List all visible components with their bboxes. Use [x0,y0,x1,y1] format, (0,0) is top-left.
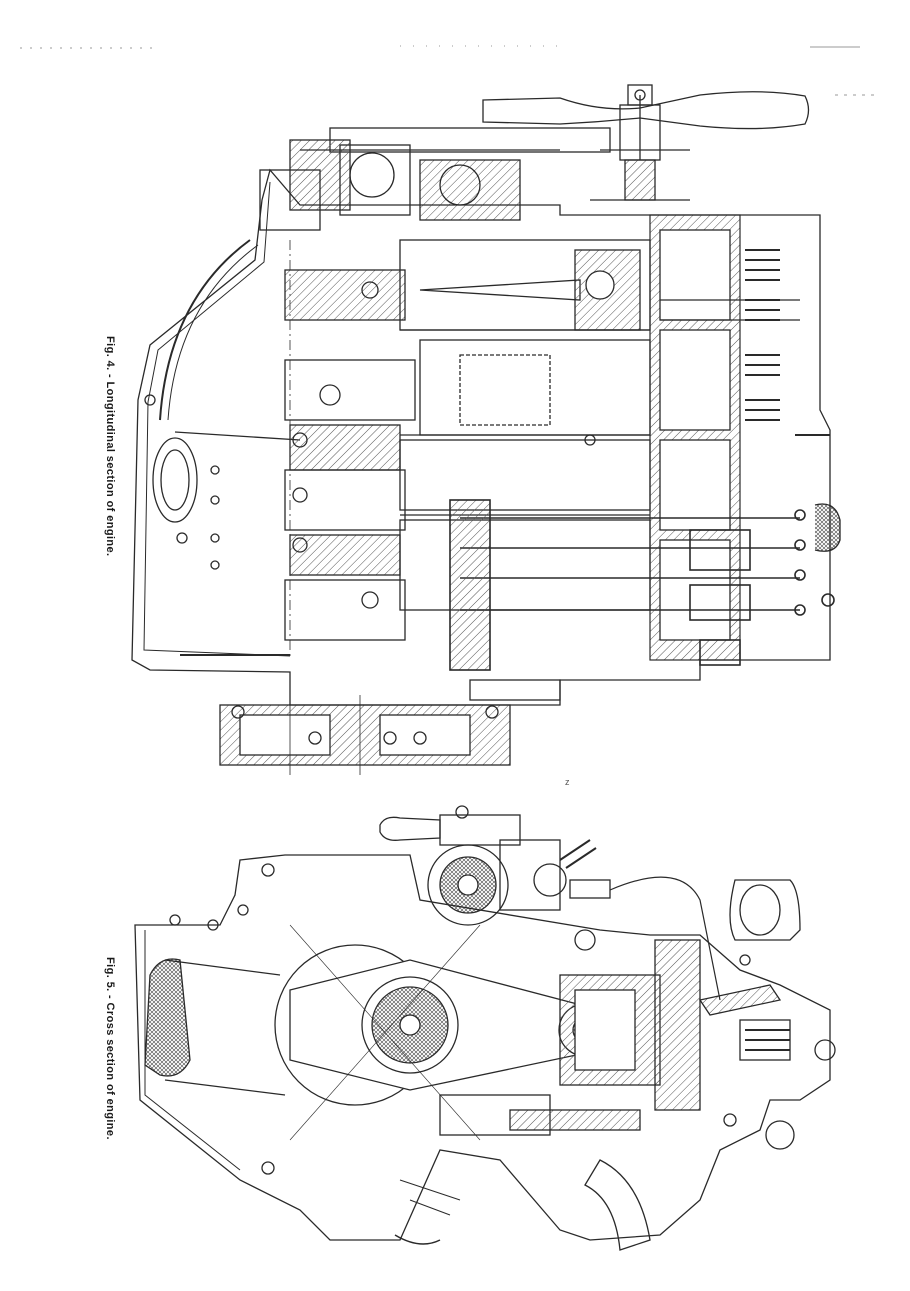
timing-drive [259,127,611,231]
breather-cap [814,503,841,552]
oil-filter [144,863,286,1175]
exhaust-pipe [584,1159,651,1251]
longitudinal-section-drawing [131,84,841,775]
valve-gear [698,954,836,1150]
scan-marks [20,45,880,96]
cross-section-drawing [134,805,836,1251]
oil-pump-assembly [144,239,301,656]
fan-assembly [482,84,810,201]
block-outline [134,854,831,1241]
intake-elbow [729,879,801,941]
pistons [399,239,651,611]
cylinder-piston [559,929,701,1111]
figure-caption-cross-section: Fig. 5. - Cross section of engine. [104,957,116,1140]
crankshaft [284,240,416,660]
figure-caption-longitudinal: Fig. 4. - Longitudinal section of engine… [104,336,116,557]
flywheel-housing [219,679,561,775]
cylinder-head [649,214,800,661]
pushrods [449,499,835,671]
carburettor [379,805,721,1001]
page-mark: z [565,777,570,787]
